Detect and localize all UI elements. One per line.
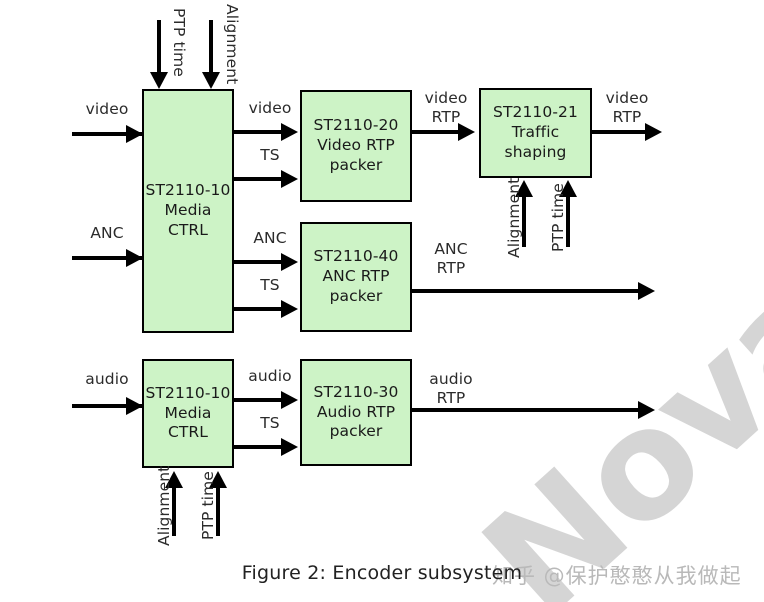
ts-video-line <box>233 177 285 181</box>
video-input-arrowhead <box>126 125 143 143</box>
audio-rtp-out-label: audio RTP <box>429 370 473 407</box>
block-video-rtp-packer-line3: packer <box>329 155 383 174</box>
alignment-top-arrowhead <box>202 72 220 89</box>
ts-anc-label: TS <box>260 276 280 294</box>
ts-anc-arrowhead <box>281 300 298 318</box>
anc-mid-label: ANC <box>253 229 287 247</box>
block-traffic-shaping-line3: shaping <box>504 142 567 161</box>
anc-mid-arrowhead <box>281 253 298 271</box>
alignment-shaper-label: Alignment <box>505 177 523 258</box>
block-video-rtp-packer-line1: ST2110-20 <box>313 116 399 135</box>
audio-rtp-out-line <box>412 408 644 412</box>
video-mid-arrowhead <box>281 123 298 141</box>
block-traffic-shaping-line2: Traffic <box>511 123 560 142</box>
video-mid-line <box>233 130 285 134</box>
brand-watermark: Nova <box>452 239 764 602</box>
block-audio-rtp-packer-line1: ST2110-30 <box>313 382 399 401</box>
anc-rtp-out-arrowhead <box>638 282 655 300</box>
block-media-ctrl-video[interactable]: ST2110-10 Media CTRL <box>142 89 234 333</box>
block-anc-rtp-packer-line3: packer <box>329 286 383 305</box>
block-anc-rtp-packer-line2: ANC RTP <box>322 267 390 286</box>
ptp-time-bottom-arrow-shaft <box>216 486 220 536</box>
anc-mid-line <box>233 260 285 264</box>
block-audio-rtp-packer-line2: Audio RTP <box>316 402 396 421</box>
audio-mid-arrowhead <box>281 391 298 409</box>
ts-video-label: TS <box>260 146 280 164</box>
alignment-top-arrow-shaft <box>209 20 213 82</box>
block-media-ctrl-video-line3: CTRL <box>167 220 209 239</box>
video-rtp-in-arrowhead <box>458 123 475 141</box>
alignment-shaper-arrowhead <box>515 180 533 197</box>
video-rtp-out-line <box>592 130 650 134</box>
video-rtp-in-label: video RTP <box>424 89 468 126</box>
ptp-time-shaper-arrowhead <box>559 180 577 197</box>
audio-input-arrowhead <box>126 397 143 415</box>
block-traffic-shaping[interactable]: ST2110-21 Traffic shaping <box>479 88 592 178</box>
ptp-time-bottom-arrowhead <box>209 471 227 488</box>
block-media-ctrl-audio-line3: CTRL <box>167 423 209 442</box>
video-input-label: video <box>85 100 129 118</box>
alignment-bottom-arrowhead <box>165 471 183 488</box>
block-audio-rtp-packer[interactable]: ST2110-30 Audio RTP packer <box>300 359 412 466</box>
block-video-rtp-packer[interactable]: ST2110-20 Video RTP packer <box>300 90 412 202</box>
video-input-line <box>72 132 144 136</box>
block-traffic-shaping-line1: ST2110-21 <box>493 103 578 122</box>
video-mid-label: video <box>248 99 292 117</box>
ts-video-arrowhead <box>281 170 298 188</box>
video-rtp-in-line <box>412 130 460 134</box>
ptp-time-shaper-arrow-shaft <box>566 195 570 247</box>
block-anc-rtp-packer-line1: ST2110-40 <box>313 247 399 266</box>
anc-input-label: ANC <box>90 224 124 242</box>
ptp-time-bottom-label: PTP time <box>199 471 217 540</box>
ptp-time-top-arrowhead <box>150 72 168 89</box>
block-media-ctrl-audio-line2: Media <box>164 403 212 422</box>
block-anc-rtp-packer[interactable]: ST2110-40 ANC RTP packer <box>300 222 412 332</box>
block-media-ctrl-video-line1: ST2110-10 <box>145 181 231 200</box>
figure-caption: Figure 2: Encoder subsystem <box>241 562 523 584</box>
alignment-shaper-arrow-shaft <box>522 195 526 247</box>
anc-input-arrowhead <box>126 249 143 267</box>
audio-mid-label: audio <box>248 367 292 385</box>
block-video-rtp-packer-line2: Video RTP <box>317 136 395 155</box>
ts-anc-line <box>233 307 285 311</box>
video-rtp-out-label: video RTP <box>605 89 649 126</box>
ts-audio-line <box>233 445 285 449</box>
ptp-time-top-label: PTP time <box>170 8 188 77</box>
video-rtp-out-arrowhead <box>645 123 662 141</box>
block-media-ctrl-audio[interactable]: ST2110-10 Media CTRL <box>142 359 234 468</box>
ts-audio-label: TS <box>260 414 280 432</box>
block-media-ctrl-audio-line1: ST2110-10 <box>145 383 231 402</box>
block-media-ctrl-video-line2: Media <box>164 201 212 220</box>
alignment-top-label: Alignment <box>223 4 241 85</box>
alignment-bottom-arrow-shaft <box>172 486 176 536</box>
audio-input-line <box>72 404 144 408</box>
alignment-bottom-label: Alignment <box>155 465 173 546</box>
ts-audio-arrowhead <box>281 438 298 456</box>
audio-rtp-out-arrowhead <box>638 401 655 419</box>
ptp-time-shaper-label: PTP time <box>549 183 567 252</box>
anc-rtp-out-label: ANC RTP <box>434 240 468 277</box>
ptp-time-top-arrow-shaft <box>157 20 161 82</box>
audio-mid-line <box>233 398 285 402</box>
anc-rtp-out-line <box>412 289 644 293</box>
audio-input-label: audio <box>85 370 129 388</box>
block-audio-rtp-packer-line3: packer <box>329 422 383 441</box>
anc-input-line <box>72 256 144 260</box>
